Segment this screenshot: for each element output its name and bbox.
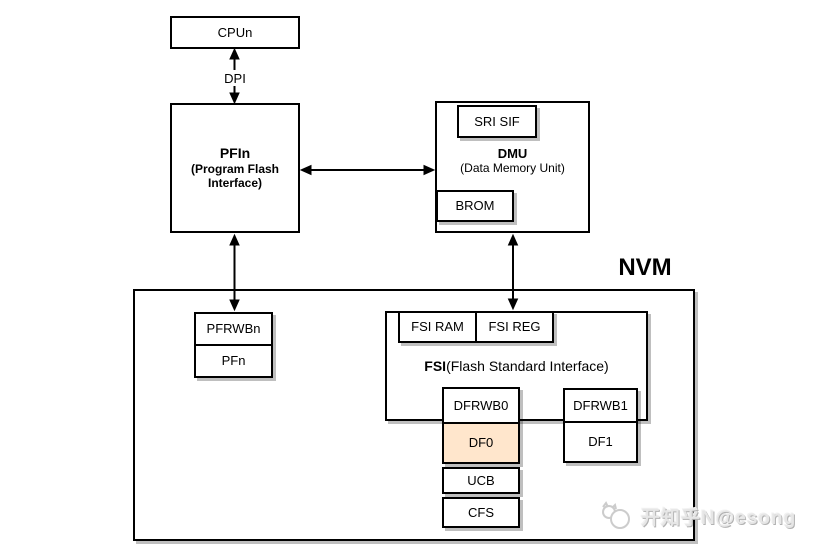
watermark-text: 开知乎N@esong	[641, 507, 797, 529]
df1-cell: DF1	[588, 434, 613, 450]
dfrwb1-cell: DFRWB1	[565, 390, 636, 423]
watermark-logo-icon	[602, 501, 630, 529]
pfi-box: PFIn (Program Flash Interface)	[170, 103, 300, 233]
pfi-title: PFIn	[219, 145, 251, 162]
dpi-bus-label: DPI	[220, 70, 250, 86]
dfrwb0-cell: DFRWB0	[444, 389, 518, 424]
dmu-title: DMU	[497, 146, 528, 161]
pfi-subtitle: (Program Flash Interface)	[190, 162, 280, 191]
ucb-label: UCB	[467, 472, 495, 488]
cpu-label: CPUn	[217, 24, 253, 40]
fsi-subtitle: (Flash Standard Interface)	[446, 358, 609, 374]
sri-sif-box: SRI SIF	[457, 105, 537, 138]
fsi-title: FSI	[424, 358, 447, 374]
cfs-label: CFS	[468, 504, 494, 520]
cpu-box: CPUn	[170, 16, 300, 49]
sri-sif-label: SRI SIF	[474, 113, 520, 129]
pfn-cell: PFn	[221, 353, 246, 369]
pfrwbn-cell: PFRWBn	[196, 314, 271, 346]
nvm-title: NVM	[618, 254, 672, 281]
fsi-reg-cell: FSI REG	[488, 319, 541, 335]
pfrwb-pf-stack: PFRWBn PFn	[194, 312, 273, 378]
fsi-ram-reg-row: FSI RAM FSI REG	[398, 311, 554, 343]
watermark: 开知乎N@esong	[600, 497, 815, 535]
ucb-box: UCB	[442, 467, 520, 494]
dmu-text: DMU (Data Memory Unit)	[435, 146, 590, 175]
brom-label: BROM	[455, 198, 495, 214]
pfi-dmu-arrow	[299, 164, 436, 176]
fsi-label: FSI(Flash Standard Interface)	[385, 358, 648, 374]
dfrwb1-df1-stack: DFRWB1 DF1	[563, 388, 638, 463]
brom-box: BROM	[436, 190, 514, 222]
dfrwb0-df0-stack: DFRWB0 DF0	[442, 387, 520, 464]
fsi-ram-cell: FSI RAM	[400, 313, 477, 341]
df0-cell: DF0	[444, 424, 518, 462]
cfs-box: CFS	[442, 497, 520, 528]
dmu-subtitle: (Data Memory Unit)	[460, 161, 565, 175]
